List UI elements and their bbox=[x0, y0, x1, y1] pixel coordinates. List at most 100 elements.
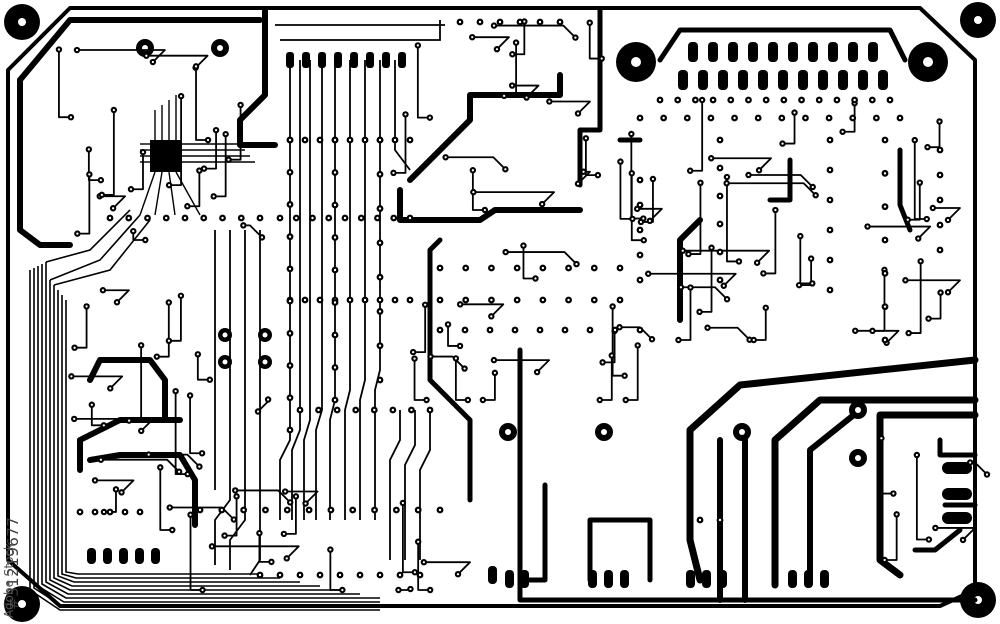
signal-trace bbox=[73, 305, 88, 349]
signal-trace bbox=[762, 209, 777, 275]
signal-trace bbox=[503, 41, 517, 97]
signal-trace bbox=[227, 104, 242, 161]
signal-trace bbox=[598, 354, 613, 401]
signal-trace bbox=[189, 394, 203, 455]
signal-trace bbox=[70, 375, 124, 390]
signal-trace bbox=[76, 173, 91, 235]
signal-trace bbox=[130, 151, 144, 191]
signal-trace bbox=[412, 303, 427, 353]
signal-trace bbox=[726, 176, 740, 263]
signal-trace bbox=[548, 100, 591, 115]
signal-trace bbox=[698, 246, 713, 313]
stock-brand-text: Adobe Stock bbox=[2, 543, 16, 618]
signal-trace bbox=[416, 44, 431, 119]
signal-trace bbox=[168, 95, 182, 187]
vias bbox=[55, 18, 991, 594]
signal-trace bbox=[588, 21, 603, 60]
signal-trace bbox=[211, 545, 300, 560]
signal-trace bbox=[927, 291, 942, 320]
signal-trace bbox=[100, 109, 115, 196]
signal-trace bbox=[618, 326, 653, 341]
signal-trace bbox=[401, 502, 416, 574]
signal-trace bbox=[687, 181, 702, 255]
signal-trace bbox=[854, 329, 900, 344]
signal-trace bbox=[128, 344, 143, 422]
signal-trace bbox=[907, 260, 922, 334]
signal-trace bbox=[102, 289, 130, 304]
signal-trace bbox=[155, 301, 170, 358]
signal-trace bbox=[747, 174, 814, 188]
signal-trace bbox=[471, 36, 510, 51]
signal-trace bbox=[841, 102, 856, 133]
signal-trace bbox=[189, 513, 204, 591]
parallel-bus-center bbox=[214, 20, 445, 576]
signal-trace bbox=[624, 344, 639, 401]
signal-trace bbox=[511, 84, 540, 99]
signal-trace bbox=[429, 355, 466, 370]
header-ground-loop bbox=[657, 27, 908, 63]
signal-trace bbox=[906, 181, 921, 221]
signal-trace bbox=[913, 139, 928, 220]
signal-trace bbox=[168, 294, 182, 342]
signal-trace bbox=[710, 157, 772, 172]
signal-trace bbox=[706, 326, 751, 341]
signal-trace bbox=[147, 453, 201, 468]
signal-trace bbox=[76, 49, 166, 63]
big-pads bbox=[136, 39, 867, 467]
signal-trace bbox=[585, 137, 599, 177]
signal-trace bbox=[640, 178, 654, 223]
signal-trace bbox=[145, 54, 209, 69]
signal-trace bbox=[866, 225, 932, 240]
signal-trace bbox=[203, 129, 217, 170]
signal-trace bbox=[212, 133, 227, 198]
connector-header-top-right bbox=[678, 42, 888, 90]
signal-trace bbox=[195, 65, 209, 141]
signal-trace bbox=[752, 306, 767, 341]
signal-trace bbox=[454, 357, 469, 401]
bottom-pads bbox=[87, 462, 972, 588]
signal-trace bbox=[159, 466, 174, 531]
signal-trace bbox=[94, 479, 135, 494]
signal-traces bbox=[58, 20, 988, 591]
signal-trace bbox=[196, 353, 211, 381]
signal-trace bbox=[413, 357, 428, 401]
signal-trace bbox=[471, 169, 486, 211]
signal-trace bbox=[619, 160, 634, 220]
signal-trace bbox=[223, 495, 238, 537]
signal-trace bbox=[931, 207, 961, 221]
signal-trace bbox=[493, 24, 577, 39]
signal-trace bbox=[926, 120, 941, 149]
signal-trace bbox=[481, 371, 496, 401]
signal-trace bbox=[186, 169, 201, 208]
ic-header-top bbox=[286, 52, 406, 68]
mounting-holes bbox=[4, 2, 996, 622]
signal-trace bbox=[880, 437, 895, 495]
signal-trace bbox=[934, 527, 976, 541]
signal-trace bbox=[103, 488, 117, 513]
signal-trace bbox=[677, 286, 692, 341]
signal-trace bbox=[883, 513, 898, 561]
signal-trace bbox=[58, 48, 72, 119]
signal-trace bbox=[647, 272, 737, 287]
signal-trace bbox=[472, 191, 556, 206]
signal-trace bbox=[174, 390, 189, 476]
signal-trace bbox=[871, 268, 886, 332]
stock-brand-watermark: Adobe Stock bbox=[2, 543, 24, 620]
signal-trace bbox=[725, 182, 817, 197]
signal-trace bbox=[417, 540, 432, 591]
signal-trace bbox=[915, 454, 930, 541]
signal-trace bbox=[781, 111, 796, 145]
signal-trace bbox=[284, 490, 319, 505]
signal-trace bbox=[73, 418, 155, 432]
signal-trace bbox=[258, 532, 273, 563]
signal-trace bbox=[90, 403, 105, 427]
signal-trace bbox=[630, 172, 645, 242]
signal-trace bbox=[392, 113, 407, 174]
signal-trace bbox=[636, 207, 663, 222]
signal-trace bbox=[87, 148, 102, 182]
signal-trace bbox=[601, 330, 616, 364]
signal-trace bbox=[98, 195, 126, 210]
ribbon-bus-left bbox=[29, 209, 380, 611]
signal-trace bbox=[234, 489, 292, 504]
